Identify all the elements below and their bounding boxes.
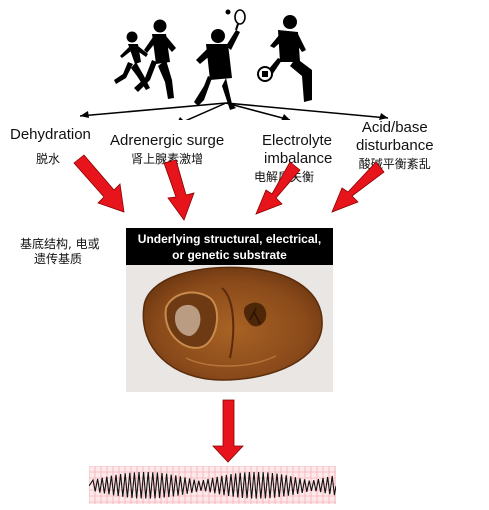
substrate-cn-line2: 遗传基质 bbox=[34, 252, 83, 266]
arrow-down-to-ecg bbox=[212, 399, 244, 463]
factor-adrenergic-surge-en: Adrenergic surge bbox=[110, 132, 225, 149]
factor-acid-base-disturbance: Acid/base disturbance 酸碱平衡紊乱 bbox=[356, 119, 434, 172]
factor-adrenergic-surge: Adrenergic surge 肾上腺素激增 bbox=[110, 132, 224, 167]
factor-electrolyte-en-line1: Electrolyte bbox=[262, 132, 333, 149]
substrate-cn-label: 基底结构, 电或 遗传基质 bbox=[20, 237, 100, 267]
branch-arrowhead-2 bbox=[178, 117, 183, 120]
heart-cross-section-illustration bbox=[142, 266, 323, 381]
factor-adrenergic-surge-cn: 肾上腺素激增 bbox=[131, 152, 204, 166]
tennis-player-silhouette bbox=[194, 9, 246, 110]
factor-dehydration: Dehydration 脱水 bbox=[10, 126, 91, 167]
arrow-electrolyte bbox=[255, 161, 301, 215]
substrate-caption-box: Underlying structural, electrical, or ge… bbox=[126, 228, 333, 265]
ecg-strip bbox=[89, 466, 336, 504]
factor-acid-base-en-line2: disturbance bbox=[356, 137, 434, 154]
ecg-trace bbox=[89, 471, 336, 499]
substrate-cn-line1: 基底结构, 电或 bbox=[20, 237, 100, 251]
factor-dehydration-cn: 脱水 bbox=[36, 152, 61, 166]
arrow-adrenergic-surge bbox=[163, 159, 195, 221]
soccer-player-silhouette bbox=[257, 15, 312, 102]
factor-electrolyte-en-line2: imbalance bbox=[264, 150, 333, 167]
runner-silhouette-2 bbox=[134, 19, 176, 99]
arrow-dehydration bbox=[73, 154, 125, 213]
branch-arrowhead-4 bbox=[379, 113, 388, 120]
branch-lines bbox=[79, 102, 389, 120]
factor-dehydration-en: Dehydration bbox=[10, 126, 91, 143]
branch-arrowhead-3 bbox=[281, 114, 290, 120]
substrate-caption-line2: or genetic substrate bbox=[172, 248, 287, 262]
factor-acid-base-en-line1: Acid/base bbox=[361, 119, 428, 136]
branch-arrowhead-1 bbox=[80, 111, 89, 118]
arrow-acid-base bbox=[331, 161, 385, 213]
athletes-silhouette-illustration bbox=[79, 9, 389, 120]
substrate-caption-line1: Underlying structural, electrical, bbox=[137, 232, 322, 246]
